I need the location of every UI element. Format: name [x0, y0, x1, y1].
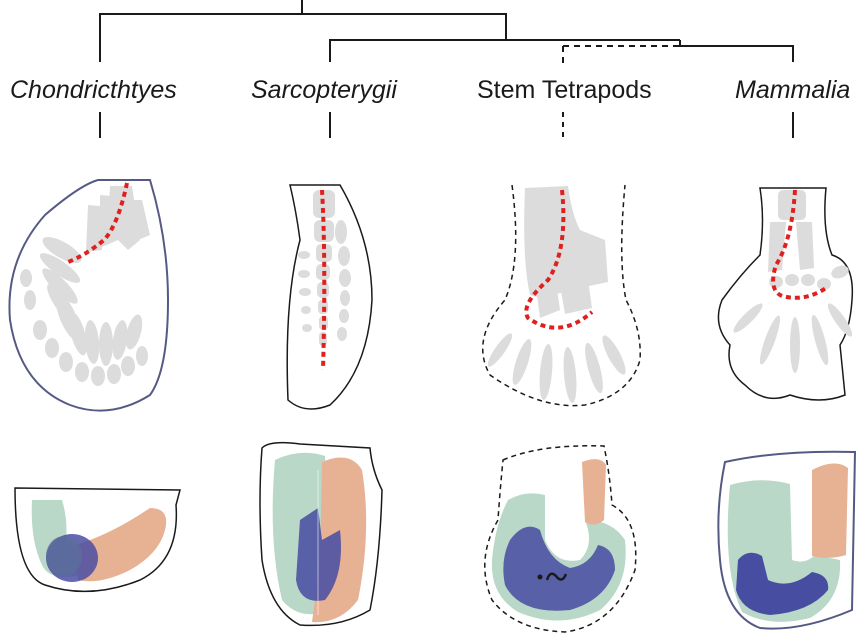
mammalia-orange-domain: [812, 463, 848, 557]
taxon-label-chondrichthyes: Chondricthtyes: [10, 76, 177, 104]
tree-node-tetrapoda: [330, 40, 680, 62]
phylogenetic-tree: [100, 0, 793, 138]
sarcopterygii-fin-skeleton: [287, 185, 372, 409]
tree-node-root: [100, 14, 506, 62]
stem-tetrapod-marker-dot: [538, 575, 543, 580]
mammalia-limb-skeleton: [718, 188, 855, 400]
sarcopterygii-fin-outline: [287, 185, 372, 409]
stem-tetrapod-orange-domain: [582, 459, 606, 524]
chondrichthyes-fin-skeleton: [9, 180, 168, 411]
stem-tetrapod-bones: [484, 186, 629, 403]
taxon-label-stem-tetrapods: Stem Tetrapods: [477, 76, 652, 104]
tree-node-mammalia-branch: [680, 40, 793, 62]
chondrichthyes-overlap-domain: [46, 536, 82, 576]
stem-tetrapod-expression-bud: [485, 446, 636, 632]
sarcopterygii-expression-bud: [260, 443, 382, 626]
taxon-label-sarcopterygii: Sarcopterygii: [251, 76, 398, 104]
mammalia-expression-bud: [718, 452, 855, 629]
stem-tetrapod-limb-skeleton: [483, 185, 640, 406]
taxon-label-mammalia: Mammalia: [735, 76, 850, 104]
chondrichthyes-expression-bud: [15, 488, 180, 591]
sarcopterygii-red-axis: [322, 190, 324, 370]
